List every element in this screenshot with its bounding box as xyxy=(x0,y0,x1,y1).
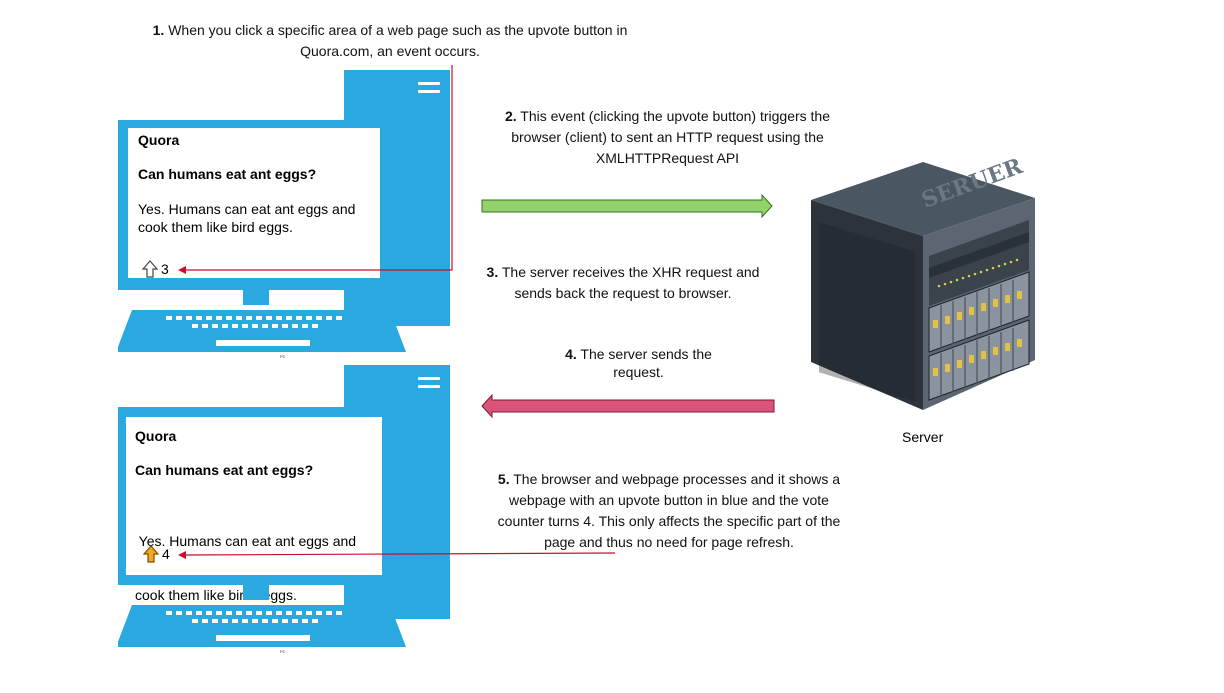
step-3-body: The server receives the XHR request and … xyxy=(498,264,760,301)
step-4-body: The server sends the request. xyxy=(576,346,712,380)
pc-stand xyxy=(243,290,269,305)
pc-label: PC xyxy=(280,649,286,654)
answer-text: Yes. Humans can eat ant eggs and cook th… xyxy=(135,496,356,640)
step-4-text: 4. The server sends the request. xyxy=(556,345,721,381)
step-2-body: This event (clicking the upvote button) … xyxy=(511,108,831,166)
step-1-body: When you click a specific area of a web … xyxy=(164,22,628,59)
keyboard-icon xyxy=(118,605,406,647)
vote-count: 4 xyxy=(162,546,170,562)
up-arrow-filled-icon[interactable] xyxy=(143,545,159,563)
site-name: Quora xyxy=(135,428,177,444)
upvote-control: 3 xyxy=(142,260,169,278)
site-name: Quora xyxy=(138,132,180,148)
step-2-number: 2. xyxy=(504,108,517,124)
pc-bottom: Quora Can humans eat ant eggs? Yes. Huma… xyxy=(118,365,458,665)
up-arrow-outline-icon[interactable] xyxy=(142,260,158,278)
keyboard-icon xyxy=(118,310,406,352)
request-arrow xyxy=(481,193,773,219)
step-1-number: 1. xyxy=(152,22,165,38)
answer-line-2: cook them like birds eggs. xyxy=(135,587,297,603)
response-arrow xyxy=(481,393,775,419)
step-4-number: 4. xyxy=(565,346,577,362)
step-5-number: 5. xyxy=(497,471,510,487)
question-title: Can humans eat ant eggs? xyxy=(135,462,314,478)
step-5-text: 5. The browser and webpage processes and… xyxy=(486,469,852,553)
pc-monitor: Quora Can humans eat ant eggs? Yes. Huma… xyxy=(118,407,390,603)
pc-screen: Quora Can humans eat ant eggs? Yes. Huma… xyxy=(126,417,382,603)
pc-label: PC xyxy=(280,354,286,359)
server-label: Server xyxy=(902,429,944,445)
pc-top: Quora Can humans eat ant eggs? Yes. Huma… xyxy=(118,70,458,370)
server-icon: SERUER xyxy=(811,153,1035,410)
step-2-text: 2. This event (clicking the upvote butto… xyxy=(490,106,845,169)
step-3-number: 3. xyxy=(486,264,499,280)
step-3-text: 3. The server receives the XHR request a… xyxy=(478,262,768,304)
answer-line-1: Yes. Humans can eat ant eggs and xyxy=(135,533,357,549)
step-5-body: The browser and webpage processes and it… xyxy=(497,471,841,550)
step-1-text: 1. When you click a specific area of a w… xyxy=(140,20,640,62)
vote-count: 3 xyxy=(161,261,169,277)
upvote-control: 4 xyxy=(143,545,170,563)
pc-stand xyxy=(243,585,269,600)
